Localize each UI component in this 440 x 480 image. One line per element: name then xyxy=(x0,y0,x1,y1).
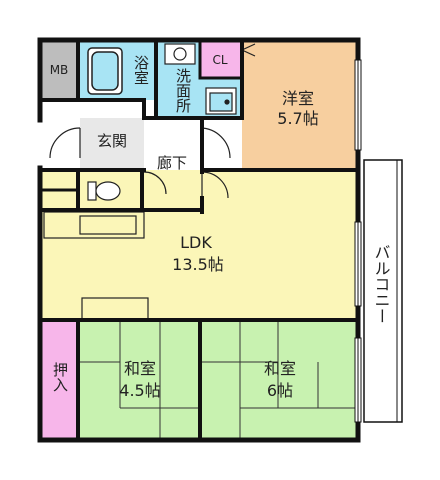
storage-label: 押入 xyxy=(51,362,69,392)
mb-room xyxy=(40,40,78,100)
washing-machine-icon xyxy=(164,43,196,65)
japanese-room-1-label: 和室 xyxy=(124,359,156,378)
kitchen-island xyxy=(81,297,149,321)
entrance xyxy=(80,118,144,170)
entrance-label: 玄関 xyxy=(97,132,127,150)
washroom-label: 洗面所 xyxy=(174,68,192,113)
bathtub-icon xyxy=(87,47,123,95)
japanese-room-2 xyxy=(200,320,358,440)
ldk-label: LDK xyxy=(180,233,212,252)
sink-icon xyxy=(205,87,237,115)
hallway-label: 廊下 xyxy=(157,154,187,172)
ldk-size: 13.5帖 xyxy=(172,255,224,274)
japanese-room-1-size: 4.5帖 xyxy=(119,381,160,400)
windows xyxy=(354,59,362,423)
japanese-room-2-size: 6帖 xyxy=(267,381,293,400)
western-room-label: 洋室 xyxy=(282,89,314,108)
tatami-lines xyxy=(80,322,358,438)
toilet-icon xyxy=(87,181,121,201)
storage-room xyxy=(40,320,78,440)
closet xyxy=(200,40,242,78)
kitchen-counter xyxy=(43,211,145,239)
japanese-room-2-label: 和室 xyxy=(264,359,296,378)
closet-label: CL xyxy=(212,53,227,67)
balcony xyxy=(363,159,403,423)
bath-label: 浴室 xyxy=(132,55,150,85)
japanese-room-1 xyxy=(80,320,200,440)
western-room xyxy=(242,40,358,170)
ldk-upper-fill xyxy=(202,170,358,212)
western-room-size: 5.7帖 xyxy=(277,109,318,128)
mb-label: MB xyxy=(50,63,69,77)
balcony-label: バルコニー xyxy=(372,244,391,324)
